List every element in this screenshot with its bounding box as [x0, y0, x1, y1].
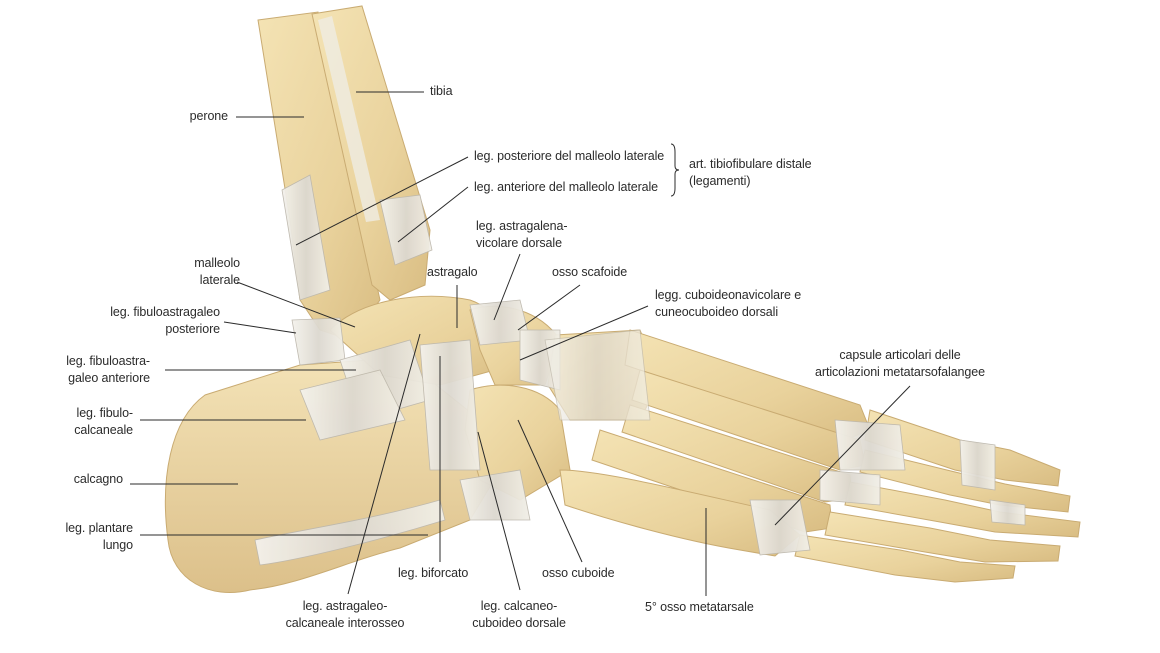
leader-lines [130, 91, 911, 596]
label-malleolo-laterale-line-2: laterale [199, 273, 240, 287]
tibia-shaft-ligament [318, 16, 380, 222]
label-5-osso-metatarsale: 5° osso metatarsale [645, 599, 754, 616]
label-leg-biforcato: leg. biforcato [398, 565, 468, 582]
label-leg-fibuloastragaleo-posteriore-line-2: posteriore [165, 322, 220, 336]
label-leg-calcaneocuboideo-dorsale: leg. calcaneo-cuboideo dorsale [460, 598, 578, 632]
label-leg-plantare-lungo: leg. plantare lungo [45, 520, 134, 554]
label-osso-scafoide: osso scafoide [552, 264, 627, 281]
label-calcagno: calcagno [45, 471, 123, 488]
label-leg-fibuloastragaleo-posteriore-line-1: leg. fibuloastragaleo [110, 305, 220, 319]
label-osso-cuboide: osso cuboide [542, 565, 615, 582]
label-tibia-line-1: tibia [430, 84, 453, 98]
label-osso-cuboide-line-1: osso cuboide [542, 566, 615, 580]
label-leg-astragaleocalcaneale-interosseo-line-2: calcaneale interosseo [285, 616, 405, 630]
label-legg-cuboideonavicolare-line-2: cuneocuboideo dorsali [655, 305, 778, 319]
label-leg-fibulocalcaneale: leg. fibulo-calcaneale [45, 405, 133, 439]
label-astragalo-line-1: astragalo [427, 265, 478, 279]
label-astragalo: astragalo [427, 264, 478, 281]
label-leg-posteriore-malleolo-laterale-line-1: leg. posteriore del malleolo laterale [474, 149, 665, 163]
label-perone-line-1: perone [189, 109, 228, 123]
label-legg-cuboideonavicolare-line-1: legg. cuboideonavicolare e [655, 288, 802, 302]
label-leg-fibulocalcaneale-line-1: leg. fibulo- [76, 406, 134, 420]
label-leg-astragaleocalcaneale-interosseo-line-1: leg. astragaleo- [302, 599, 388, 613]
label-leg-anteriore-malleolo-laterale-line-1: leg. anteriore del malleolo laterale [474, 180, 659, 194]
label-leg-fibuloastragaleo-posteriore: leg. fibuloastragaleo posteriore [95, 304, 220, 338]
label-5-osso-metatarsale-line-1: 5° osso metatarsale [645, 600, 754, 614]
label-leg-fibuloastragaleo-anteriore-line-2: galeo anteriore [68, 371, 150, 385]
ligaments [254, 174, 1026, 566]
calcaneus-bone [164, 359, 501, 594]
label-osso-scafoide-line-1: osso scafoide [552, 265, 628, 279]
label-leg-calcaneocuboideo-dorsale-line-1: leg. calcaneo- [480, 599, 558, 613]
label-leg-astragalenavicolare-dorsale: leg. astragalena-vicolare dorsale [476, 218, 568, 252]
label-capsule-articolari-line-2: articolazioni metatarsofalangee [815, 365, 985, 379]
label-leg-fibuloastragaleo-anteriore: leg. fibuloastra-galeo anteriore [50, 353, 150, 387]
label-leg-plantare-lungo-line-2: lungo [102, 538, 133, 552]
label-tibia: tibia [430, 83, 453, 100]
label-leg-calcaneocuboideo-dorsale-line-2: cuboideo dorsale [472, 616, 566, 630]
label-leg-astragaleocalcaneale-interosseo: leg. astragaleo-calcaneale interosseo [275, 598, 415, 632]
label-leg-posteriore-malleolo-laterale: leg. posteriore del malleolo laterale [474, 148, 664, 165]
label-leg-plantare-lungo-line-1: leg. plantare [65, 521, 134, 535]
label-art-tibiofibulare-distale: art. tibiofibulare distale (legamenti) [689, 156, 812, 190]
label-legg-cuboideonavicolare: legg. cuboideonavicolare e cuneocuboideo … [655, 287, 801, 321]
label-art-tibiofibulare-distale-line-2: (legamenti) [689, 174, 751, 188]
label-leg-astragalenavicolare-dorsale-line-2: vicolare dorsale [476, 236, 562, 250]
label-malleolo-laterale-line-1: malleolo [194, 256, 240, 270]
label-leg-fibulocalcaneale-line-2: calcaneale [74, 423, 133, 437]
label-art-tibiofibulare-distale-line-1: art. tibiofibulare distale [689, 157, 812, 171]
label-leg-anteriore-malleolo-laterale: leg. anteriore del malleolo laterale [474, 179, 658, 196]
label-leg-fibuloastragaleo-anteriore-line-1: leg. fibuloastra- [66, 354, 150, 368]
label-capsule-articolari-line-1: capsule articolari delle [839, 348, 961, 362]
label-capsule-articolari: capsule articolari delle articolazioni me… [800, 347, 1000, 381]
label-perone: perone [150, 108, 228, 125]
label-malleolo-laterale: malleolo laterale [160, 255, 240, 289]
label-leg-biforcato-line-1: leg. biforcato [398, 566, 469, 580]
label-calcagno-line-1: calcagno [73, 472, 123, 486]
label-leg-astragalenavicolare-dorsale-line-1: leg. astragalena- [476, 219, 568, 233]
